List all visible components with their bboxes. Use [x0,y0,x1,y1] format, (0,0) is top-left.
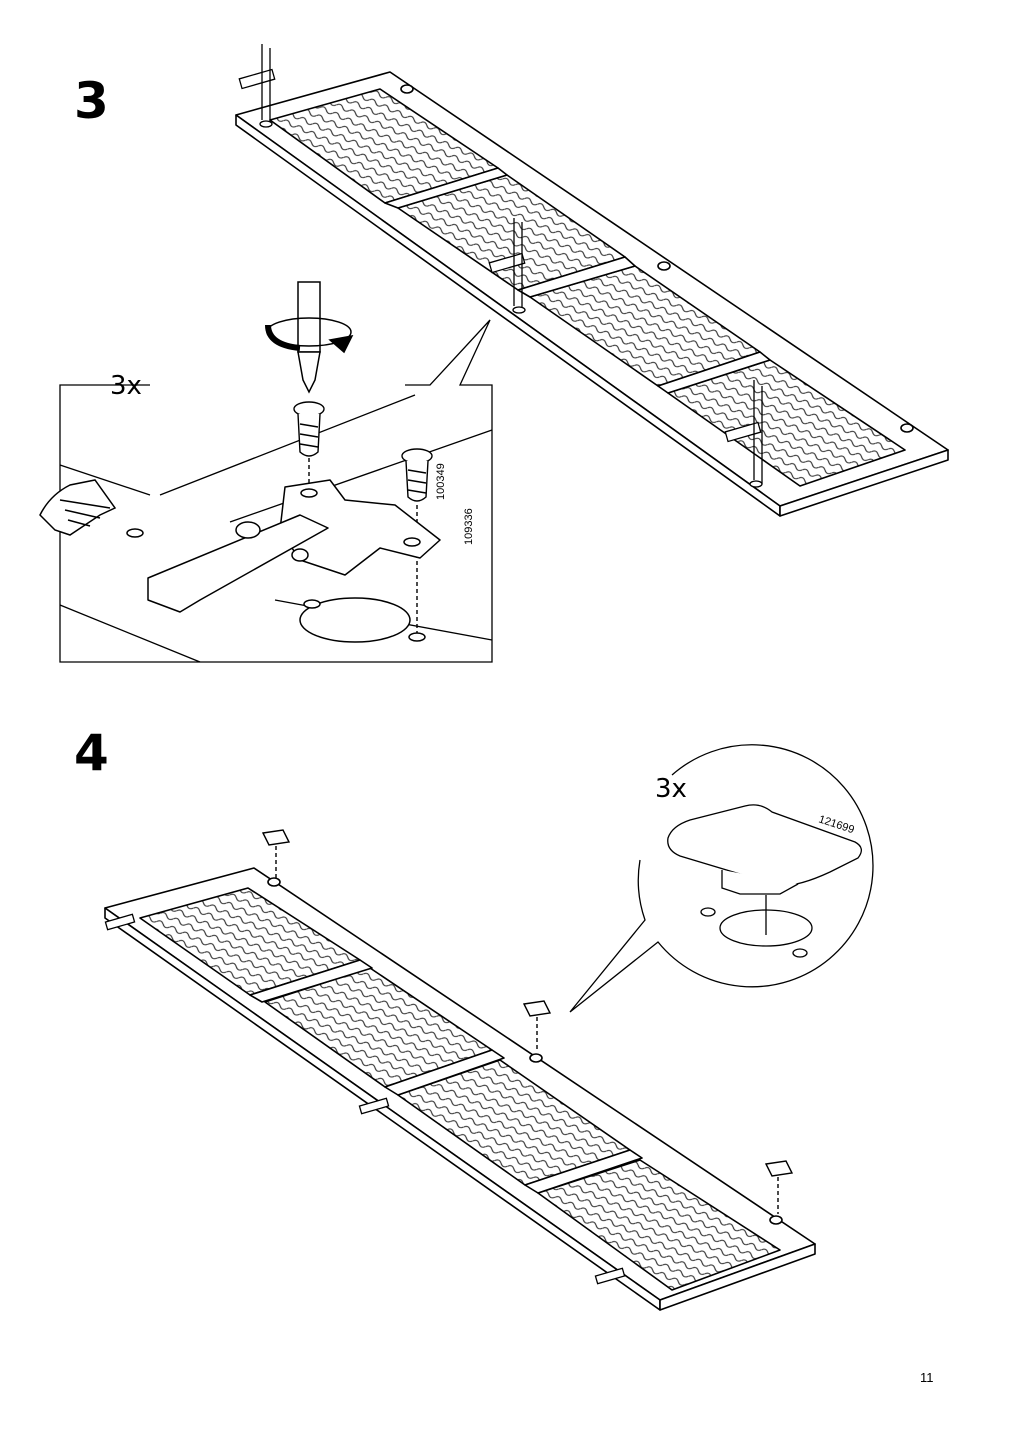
screw-icon [293,401,325,485]
cover-cap-icon [522,1000,552,1052]
hand-press-icon [39,479,117,536]
cover-cap-icon [764,1160,794,1214]
hinge-icon [238,44,276,128]
hinge-icon [724,380,763,488]
step4-hinges [104,913,626,1285]
part-code-109336: 109336 [463,508,475,545]
part-code-100349: 100349 [435,463,447,500]
rotate-arrow-icon [265,317,354,354]
page-number: 11 [920,1370,934,1385]
hinge-icon [488,218,526,314]
step-4-number: 4 [74,724,109,782]
step-3-number: 3 [74,72,109,130]
step3-door-panel [235,71,949,517]
hinge-detail [126,479,441,643]
step4-detail-callout [569,744,874,1013]
step3-hinges [238,44,763,488]
step3-quantity: 3x [110,371,142,401]
screwdriver-icon [297,281,321,394]
step4-quantity: 3x [655,774,687,804]
cover-cap-icon [261,829,291,878]
step4-door-panel [104,867,816,1311]
